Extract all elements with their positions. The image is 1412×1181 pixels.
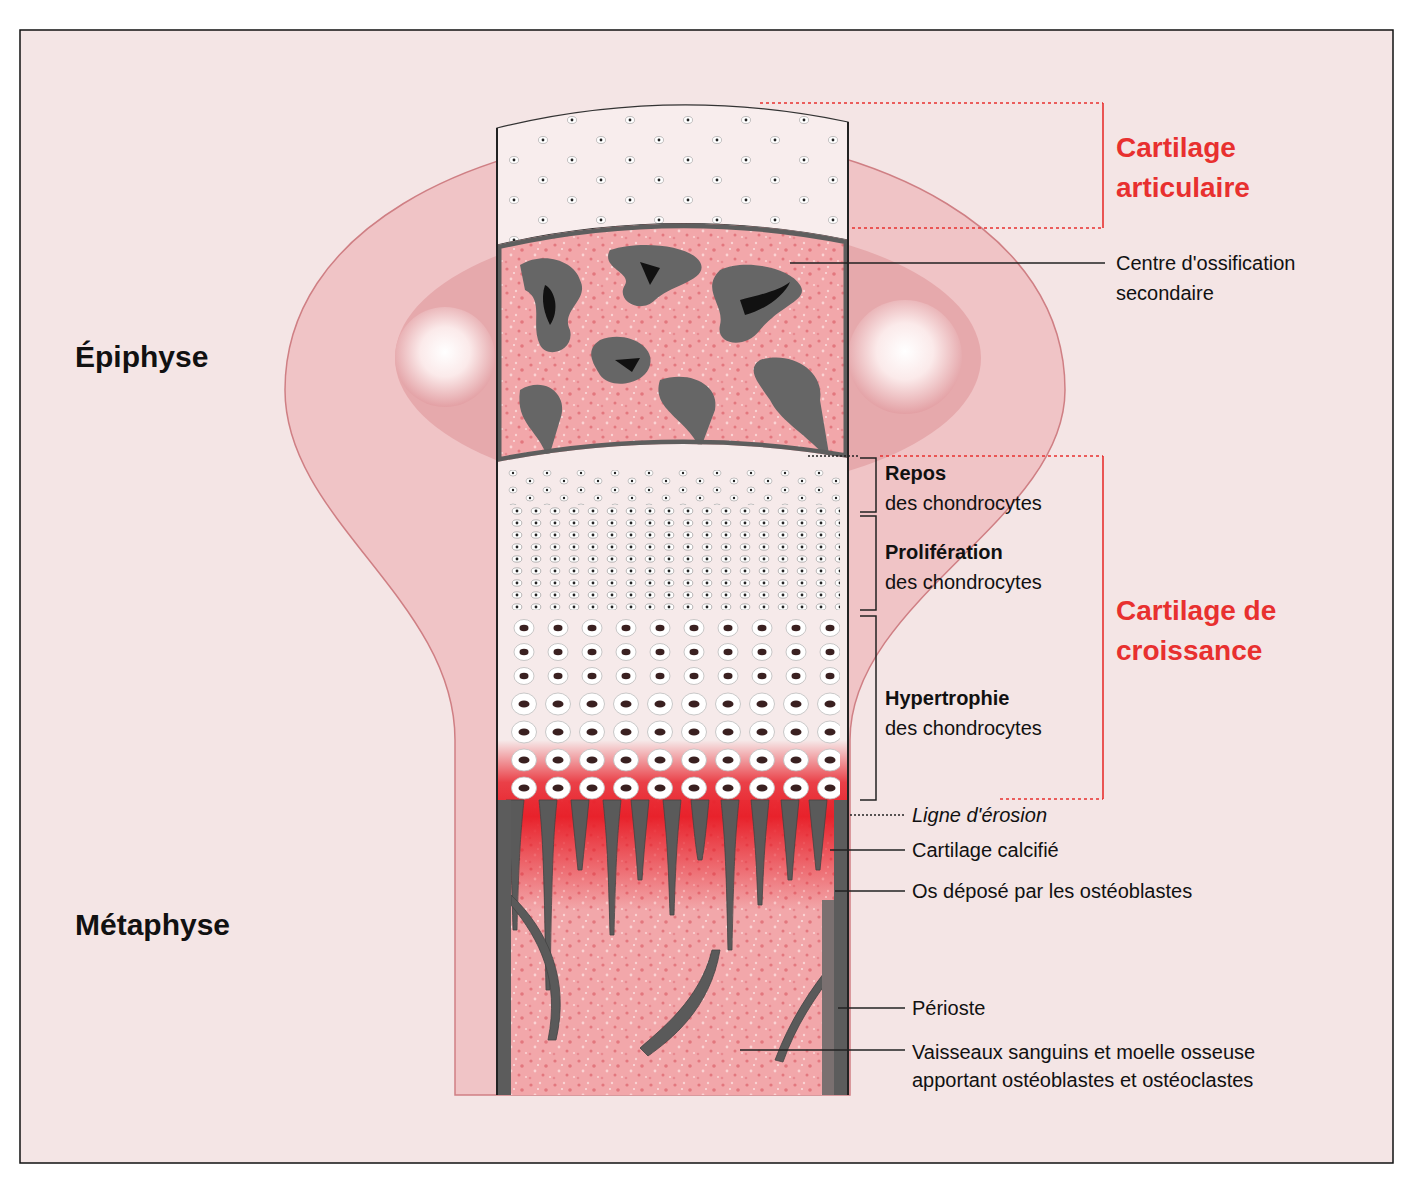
bone-spicule xyxy=(781,800,799,880)
trabecula-core xyxy=(543,285,556,325)
trabecula xyxy=(591,337,650,384)
shaft-edge xyxy=(496,128,498,1095)
trabecula-core xyxy=(640,262,660,285)
trabecula xyxy=(640,950,720,1056)
bracket-guide xyxy=(880,455,1103,457)
bone-spicule xyxy=(721,800,739,950)
frame xyxy=(20,30,1393,1163)
resting-cells xyxy=(505,470,840,505)
bracket xyxy=(860,616,876,800)
bracket-guide xyxy=(852,227,1103,229)
ossification-rim xyxy=(497,224,848,462)
zone-label: Hypertrophie xyxy=(885,684,1095,712)
bracket-guide xyxy=(808,455,860,457)
zone-label: des chondrocytes xyxy=(885,489,1095,517)
bracket xyxy=(860,516,876,610)
leader-line xyxy=(850,814,905,816)
zone-label: des chondrocytes xyxy=(885,714,1095,742)
bone-spicule xyxy=(691,800,709,860)
trabecula xyxy=(658,377,715,450)
region-label: Cartilage articulaire xyxy=(1116,128,1316,208)
bone-spicule xyxy=(603,800,621,935)
callout-label: Os déposé par les ostéoblastes xyxy=(912,879,1332,903)
ossification-center xyxy=(497,224,848,462)
bracket xyxy=(1102,103,1104,228)
callout-label: Ligne d'érosion xyxy=(912,804,1162,826)
bracket-guide xyxy=(1000,798,1103,800)
bone-spicule xyxy=(751,800,769,905)
hypertrophic-cells xyxy=(505,690,840,802)
leader-line xyxy=(790,262,1105,264)
trabecula xyxy=(608,245,702,306)
bone-outline xyxy=(285,130,1065,1095)
bracket xyxy=(1102,456,1104,799)
bone-spicule xyxy=(571,800,589,870)
region-label: Épiphyse xyxy=(75,339,375,375)
growth-cartilage xyxy=(497,440,848,810)
condyle-highlight xyxy=(848,300,962,414)
bracket-guide xyxy=(760,102,1103,104)
bone-spicule xyxy=(663,800,681,915)
periosteum xyxy=(822,900,834,1095)
hypertrophic-cells xyxy=(505,616,840,688)
bone-spicule xyxy=(631,800,649,880)
trabecula xyxy=(712,265,802,343)
leader-line xyxy=(830,849,905,851)
trabecula xyxy=(520,258,582,352)
region-label: Cartilage de croissance xyxy=(1116,591,1316,671)
region-label: Métaphyse xyxy=(75,907,375,943)
proliferating-cells xyxy=(505,505,840,610)
zone-label: des chondrocytes xyxy=(885,568,1095,596)
callout-label: Cartilage calcifié xyxy=(912,838,1212,862)
trabecula-core xyxy=(615,358,640,372)
bone-spicule xyxy=(809,800,827,870)
callout-label: Centre d'ossification secondaire xyxy=(1116,248,1351,308)
zone-label: Repos xyxy=(885,461,1085,485)
leader-line xyxy=(838,1007,905,1009)
trabecula-core xyxy=(740,282,790,315)
callout-label: Vaisseaux sanguins et moelle osseuse app… xyxy=(912,1038,1312,1094)
trabecula xyxy=(511,895,560,1040)
zone-label: Prolifération xyxy=(885,538,1095,566)
leader-line xyxy=(740,1049,905,1051)
leader-line xyxy=(835,890,905,892)
periosteum xyxy=(497,800,511,1095)
callout-label: Périoste xyxy=(912,996,1212,1020)
condyle-highlight xyxy=(395,307,495,407)
shaft-edge xyxy=(847,122,849,1095)
bracket xyxy=(860,458,876,512)
